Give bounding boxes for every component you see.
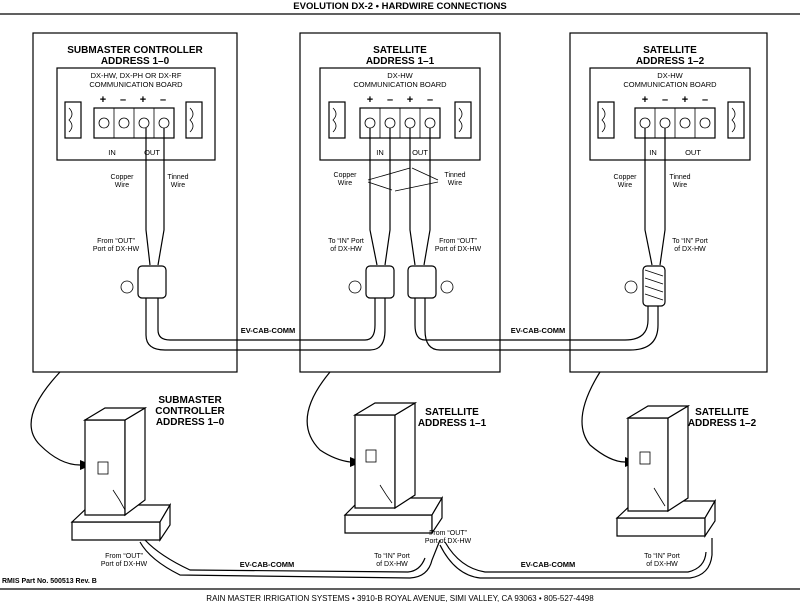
terminal-plus-1: + bbox=[642, 94, 648, 106]
bottom-cable-1 bbox=[139, 539, 441, 579]
submaster-pedestal-label-2: CONTROLLER bbox=[155, 406, 225, 417]
cable-clamp bbox=[407, 265, 437, 299]
terminal-minus-2: – bbox=[427, 94, 433, 106]
submaster-pedestal: SUBMASTER CONTROLLER ADDRESS 1–0 From “O… bbox=[70, 395, 225, 568]
cable-clamp bbox=[137, 265, 167, 299]
satellite-1-2-pedestal: SATELLITE ADDRESS 1–2 To “IN” Port of DX… bbox=[615, 404, 757, 568]
out-port-label: OUT bbox=[144, 148, 160, 157]
arrow-to-submaster-pedestal bbox=[30, 371, 81, 466]
side-connector-right bbox=[454, 101, 472, 139]
copper-wire-label: Copper bbox=[334, 172, 358, 179]
out-port-label: OUT bbox=[685, 148, 701, 157]
in-port-label: IN bbox=[376, 148, 384, 157]
bottom-cable-2 bbox=[439, 538, 713, 579]
pedestal-note-out-1: From “OUT” bbox=[429, 530, 467, 537]
diagram-title: EVOLUTION DX-2 • HARDWIRE CONNECTIONS bbox=[293, 1, 506, 12]
side-connector-left bbox=[328, 101, 346, 139]
submaster-title-line1: SUBMASTER CONTROLLER bbox=[67, 45, 203, 56]
from-out-note-2: Port of DX-HW bbox=[93, 246, 140, 253]
submaster-board-line1: DX-HW, DX-PH OR DX-RF bbox=[91, 71, 182, 80]
side-connector-right bbox=[727, 101, 745, 139]
tinned-wire-label: Tinned bbox=[167, 174, 188, 181]
pedestal-note-2: of DX-HW bbox=[646, 561, 678, 568]
in-port-label: IN bbox=[649, 148, 657, 157]
footer-address: RAIN MASTER IRRIGATION SYSTEMS • 3910-B … bbox=[206, 594, 594, 603]
pedestal-note-1: From “OUT” bbox=[105, 553, 143, 560]
cable-shield-end bbox=[642, 265, 666, 307]
clamp-screw bbox=[624, 280, 638, 294]
satellite-1-2-title-line1: SATELLITE bbox=[643, 45, 697, 56]
terminal-plus-2: + bbox=[140, 94, 146, 106]
copper-wire-label: Copper bbox=[111, 174, 135, 181]
satellite-1-2-title-line2: ADDRESS 1–2 bbox=[636, 56, 705, 67]
satellite-1-2-pedestal-label-2: ADDRESS 1–2 bbox=[688, 418, 757, 429]
to-in-note-1: To “IN” Port bbox=[328, 238, 364, 245]
satellite-1-2-panel: SATELLITE ADDRESS 1–2 DX-HW COMMUNICATIO… bbox=[550, 32, 768, 373]
terminal-plus-1: + bbox=[367, 94, 373, 106]
terminal-plus-2: + bbox=[407, 94, 413, 106]
terminal-minus-1: – bbox=[662, 94, 668, 106]
to-in-note-2: of DX-HW bbox=[674, 246, 706, 253]
submaster-title-line2: ADDRESS 1–0 bbox=[101, 56, 170, 67]
part-number: RMIS Part No. 500513 Rev. B bbox=[2, 578, 97, 585]
satellite-1-1-title-line1: SATELLITE bbox=[373, 45, 427, 56]
from-out-note-1: From “OUT” bbox=[439, 238, 477, 245]
satellite-1-1-title-line2: ADDRESS 1–1 bbox=[366, 56, 435, 67]
satellite-1-2-board-line1: DX-HW bbox=[657, 71, 683, 80]
satellite-1-1-pedestal-label-2: ADDRESS 1–1 bbox=[418, 418, 487, 429]
submaster-panel: SUBMASTER CONTROLLER ADDRESS 1–0 DX-HW, … bbox=[32, 32, 296, 373]
side-connector-right bbox=[185, 101, 203, 139]
clamp-screw bbox=[440, 280, 454, 294]
satellite-1-1-pedestal: SATELLITE ADDRESS 1–1 To “IN” Port of DX… bbox=[343, 401, 487, 568]
bottom-cable-label-2: EV-CAB-COMM bbox=[521, 560, 576, 569]
submaster-pedestal-label-3: ADDRESS 1–0 bbox=[156, 417, 225, 428]
pedestal-note-2: Port of DX-HW bbox=[101, 561, 148, 568]
copper-wire-label: Copper bbox=[614, 174, 638, 181]
side-connector-left bbox=[597, 101, 615, 139]
cable-label-2: EV-CAB-COMM bbox=[511, 326, 566, 335]
arrow-to-satellite-1-2-pedestal bbox=[581, 371, 626, 463]
terminal-plus-2: + bbox=[682, 94, 688, 106]
submaster-pedestal-label-1: SUBMASTER bbox=[158, 395, 222, 406]
satellite-1-1-board-line2: COMMUNICATION BOARD bbox=[353, 80, 447, 89]
from-out-note-1: From “OUT” bbox=[97, 238, 135, 245]
in-port-label: IN bbox=[108, 148, 116, 157]
tinned-wire-label-2: Wire bbox=[673, 182, 687, 189]
clamp-screw bbox=[348, 280, 362, 294]
tinned-wire-label: Tinned bbox=[444, 172, 465, 179]
out-port-label: OUT bbox=[412, 148, 428, 157]
pedestal-note-1: To “IN” Port bbox=[644, 553, 680, 560]
satellite-1-1-pedestal-label-1: SATELLITE bbox=[425, 407, 479, 418]
satellite-1-1-board-line1: DX-HW bbox=[387, 71, 413, 80]
tinned-wire-label-2: Wire bbox=[448, 180, 462, 187]
terminal-minus-1: – bbox=[387, 94, 393, 106]
bottom-cable-label-1: EV-CAB-COMM bbox=[240, 560, 295, 569]
tinned-wire-label-2: Wire bbox=[171, 182, 185, 189]
copper-wire-label-2: Wire bbox=[338, 180, 352, 187]
satellite-1-2-pedestal-label-1: SATELLITE bbox=[695, 407, 749, 418]
pedestal-note-out-2: Port of DX-HW bbox=[425, 538, 472, 545]
side-connector-left bbox=[64, 101, 82, 139]
terminal-minus-2: – bbox=[702, 94, 708, 106]
copper-wire-label-2: Wire bbox=[618, 182, 632, 189]
pedestal-note-in-1: To “IN” Port bbox=[374, 553, 410, 560]
terminal-plus-1: + bbox=[100, 94, 106, 106]
tinned-wire-label: Tinned bbox=[669, 174, 690, 181]
arrow-to-satellite-1-1-pedestal bbox=[306, 371, 351, 463]
terminal-minus-2: – bbox=[160, 94, 166, 106]
copper-wire-label-2: Wire bbox=[115, 182, 129, 189]
cable-label-1: EV-CAB-COMM bbox=[241, 326, 296, 335]
cable-clamp bbox=[365, 265, 395, 299]
satellite-1-2-board-line2: COMMUNICATION BOARD bbox=[623, 80, 717, 89]
satellite-1-1-panel: SATELLITE ADDRESS 1–1 DX-HW COMMUNICATIO… bbox=[280, 32, 566, 373]
from-out-note-2: Port of DX-HW bbox=[435, 246, 482, 253]
terminal-minus-1: – bbox=[120, 94, 126, 106]
pedestal-note-in-2: of DX-HW bbox=[376, 561, 408, 568]
to-in-note-2: of DX-HW bbox=[330, 246, 362, 253]
to-in-note-1: To “IN” Port bbox=[672, 238, 708, 245]
clamp-screw bbox=[120, 280, 134, 294]
submaster-board-line2: COMMUNICATION BOARD bbox=[89, 80, 183, 89]
